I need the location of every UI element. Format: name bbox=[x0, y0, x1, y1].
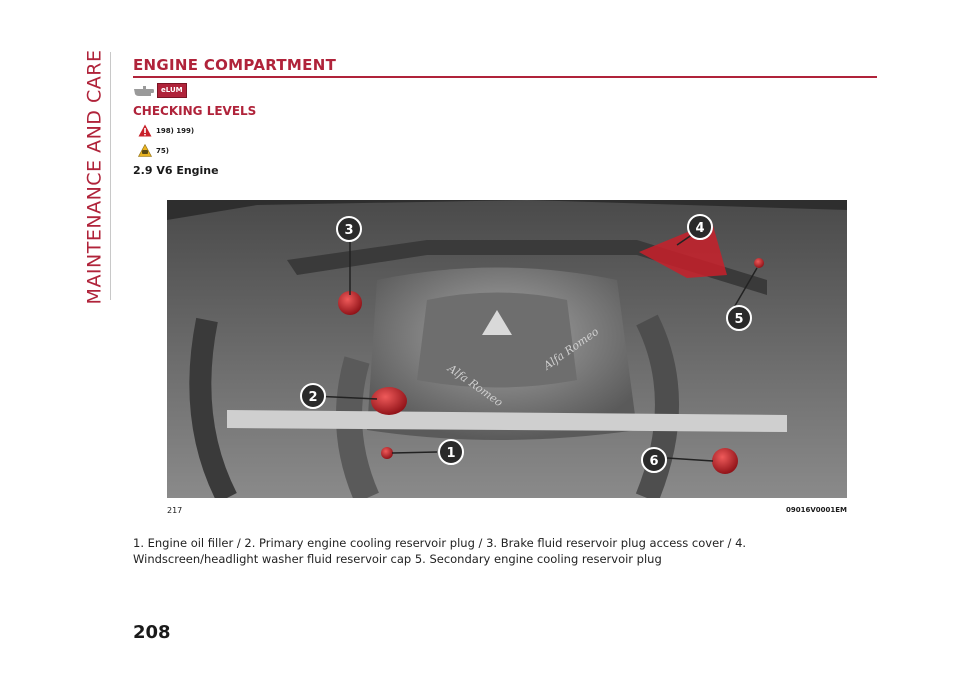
danger-warning: 198) 199) bbox=[138, 124, 194, 137]
engine-compartment-photo: Alfa Romeo Alfa Romeo 1 2 3 bbox=[167, 200, 847, 498]
engine-label: 2.9 V6 Engine bbox=[133, 164, 219, 177]
figure-caption: 1. Engine oil filler / 2. Primary engine… bbox=[133, 536, 747, 566]
page-number: 208 bbox=[133, 622, 171, 643]
svg-text:2: 2 bbox=[308, 390, 317, 405]
pointing-hand-icon bbox=[134, 85, 154, 96]
side-divider bbox=[110, 52, 111, 300]
caution-triangle-icon bbox=[138, 144, 152, 157]
danger-warning-refs: 198) 199) bbox=[156, 126, 195, 135]
callout-3: 3 bbox=[336, 216, 362, 242]
figure-code: 09016V0001EM bbox=[785, 506, 847, 514]
callout-2: 2 bbox=[300, 383, 326, 409]
callout-6: 6 bbox=[641, 447, 667, 473]
section-side-tab: MAINTENANCE AND CARE bbox=[82, 49, 106, 305]
svg-text:3: 3 bbox=[344, 223, 353, 238]
section-subtitle: CHECKING LEVELS bbox=[133, 104, 257, 118]
danger-triangle-icon bbox=[138, 124, 152, 137]
elum-indicator: eLUM bbox=[133, 83, 187, 98]
title-divider bbox=[133, 76, 877, 78]
page-title: ENGINE COMPARTMENT bbox=[133, 56, 337, 74]
section-side-tab-label: MAINTENANCE AND CARE bbox=[83, 49, 105, 305]
svg-text:5: 5 bbox=[734, 312, 743, 327]
callout-1: 1 bbox=[438, 439, 464, 465]
svg-text:1: 1 bbox=[446, 446, 455, 461]
callout-5: 5 bbox=[726, 305, 752, 331]
caution-warning: 75) bbox=[138, 144, 169, 157]
callout-4: 4 bbox=[687, 214, 713, 240]
svg-text:6: 6 bbox=[649, 454, 658, 469]
svg-text:4: 4 bbox=[695, 221, 704, 236]
engine-illustration: Alfa Romeo Alfa Romeo 1 2 3 bbox=[167, 200, 847, 498]
elum-badge: eLUM bbox=[157, 83, 187, 98]
caution-warning-refs: 75) bbox=[156, 146, 169, 155]
figure-number: 217 bbox=[167, 506, 183, 515]
